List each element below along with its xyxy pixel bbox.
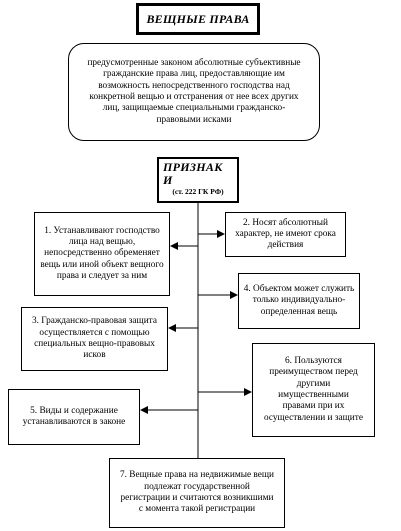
definition-box: предусмотренные законом абсолютные субъе…	[68, 43, 320, 141]
feature-2-box: 2. Носят абсолютный характер, не имеют с…	[225, 212, 346, 257]
diagram-title: ВЕЩНЫЕ ПРАВА	[136, 3, 260, 35]
feature-1-box: 1. Устанавливают господство лица над вещ…	[34, 212, 170, 296]
feature-6-box: 6. Пользуются преимуществом перед другим…	[252, 343, 375, 437]
signs-box: ПРИЗНАК И (ст. 222 ГК РФ)	[157, 157, 239, 203]
signs-title: ПРИЗНАК И	[163, 160, 223, 187]
signs-reference: (ст. 222 ГК РФ)	[172, 187, 224, 197]
feature-4-box: 4. Объектом может служить только индивид…	[238, 273, 360, 329]
feature-3-box: 3. Гражданско-правовая защита осуществля…	[21, 307, 168, 371]
feature-5-box: 5. Виды и содержание устанавливаются в з…	[8, 389, 140, 445]
feature-7-box: 7. Вещные права на недвижимые вещи подле…	[109, 458, 285, 528]
